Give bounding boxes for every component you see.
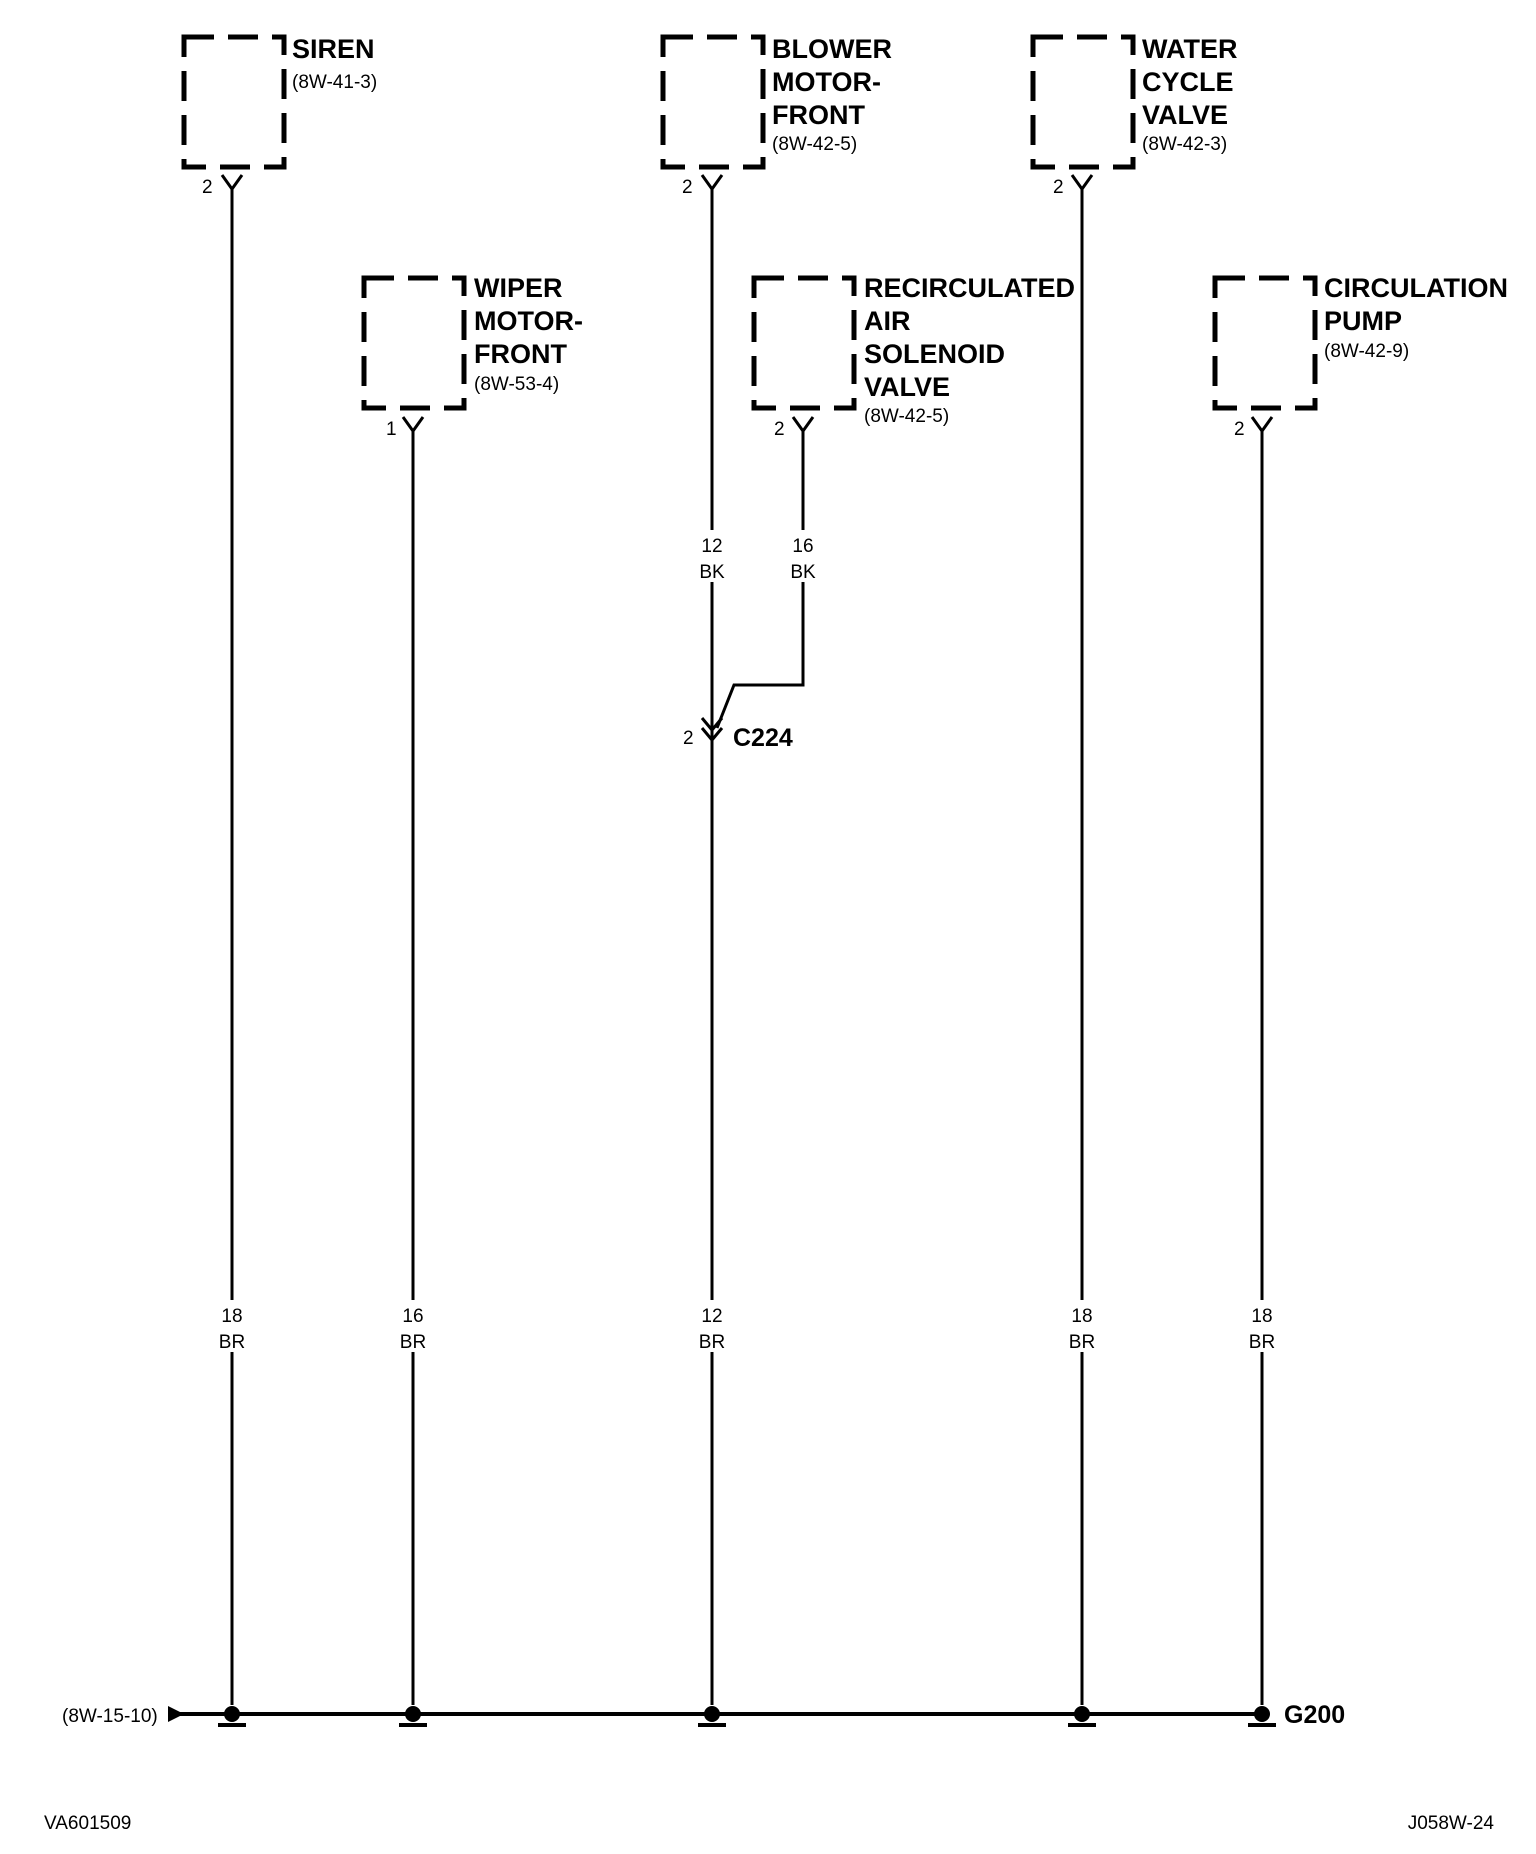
component-water-cycle-valve: WATER CYCLE VALVE (8W-42-3) 2 [1030, 34, 1238, 198]
recirc-valve-name-3: SOLENOID [864, 339, 1005, 369]
ground-splice-blower [698, 1706, 726, 1727]
recirc-valve-pin: 2 [774, 419, 785, 440]
ground-splice-wiper [399, 1706, 427, 1727]
recirc-valve-name-2: AIR [864, 306, 911, 336]
wiper-motor-pin-connector-icon [401, 416, 425, 434]
splice-dot-icon [1074, 1706, 1090, 1722]
circulation-pump-pin-connector-icon [1250, 416, 1274, 434]
component-wiper-motor-front: WIPER MOTOR- FRONT (8W-53-4) 1 [361, 273, 583, 440]
component-siren: SIREN (8W-41-3) 2 [181, 34, 377, 198]
blower-lower-label-bg [696, 1300, 728, 1352]
splice-dot-icon [704, 1706, 720, 1722]
wiper-lower-color: BR [400, 1332, 426, 1353]
component-recirculated-air-solenoid-valve: RECIRCULATED AIR SOLENOID VALVE (8W-42-5… [751, 273, 1075, 440]
siren-ref: (8W-41-3) [292, 72, 377, 93]
continuation-reference: (8W-15-10) [62, 1706, 190, 1727]
splice-base-icon [218, 1723, 246, 1727]
circulation-pump-name-1: CIRCULATION [1324, 273, 1508, 303]
circulation-pump-name-2: PUMP [1324, 306, 1402, 336]
water-cycle-valve-ref: (8W-42-3) [1142, 134, 1227, 155]
siren-lower-color: BR [219, 1332, 245, 1353]
siren-name: SIREN [292, 34, 375, 64]
water-lower-gauge: 18 [1071, 1306, 1092, 1327]
wiper-motor-ref: (8W-53-4) [474, 374, 559, 395]
c224-label: C224 [733, 724, 793, 752]
water-cycle-valve-pin-connector-icon [1070, 174, 1094, 192]
blower-upper-label-bg [696, 530, 728, 582]
component-circulation-pump: CIRCULATION PUMP (8W-42-9) 2 [1212, 273, 1508, 440]
recirc-upper-gauge: 16 [792, 536, 813, 557]
siren-lower-label-bg [216, 1300, 248, 1352]
blower-upper-gauge: 12 [701, 536, 722, 557]
blower-motor-name-3: FRONT [772, 100, 865, 130]
splice-base-icon [1068, 1723, 1096, 1727]
wiper-motor-name-1: WIPER [474, 273, 563, 303]
ground-base-icon [1248, 1723, 1276, 1727]
wiper-lower-gauge: 16 [402, 1306, 423, 1327]
continuation-ref-text: (8W-15-10) [62, 1706, 158, 1727]
wiper-lower-label-bg [397, 1300, 429, 1352]
footer-right-id: J058W-24 [1408, 1813, 1495, 1834]
water-cycle-valve-box [1030, 34, 1136, 170]
water-lower-label-bg [1066, 1300, 1098, 1352]
ground-g200: G200 [1248, 1701, 1345, 1729]
c224-pin: 2 [683, 728, 694, 749]
pump-lower-color: BR [1249, 1332, 1275, 1353]
blower-motor-ref: (8W-42-5) [772, 134, 857, 155]
blower-motor-pin-connector-icon [700, 174, 724, 192]
wiper-motor-pin: 1 [386, 419, 397, 440]
siren-box [181, 34, 287, 170]
water-cycle-valve-pin: 2 [1053, 177, 1064, 198]
splice-dot-icon [224, 1706, 240, 1722]
splice-base-icon [399, 1723, 427, 1727]
splice-base-icon [698, 1723, 726, 1727]
circulation-pump-ref: (8W-42-9) [1324, 341, 1409, 362]
blower-lower-gauge: 12 [701, 1306, 722, 1327]
recirc-valve-box [751, 275, 857, 411]
recirc-valve-pin-connector-icon [791, 416, 815, 434]
siren-lower-gauge: 18 [221, 1306, 242, 1327]
circulation-pump-box [1212, 275, 1318, 411]
recirc-valve-name-4: VALVE [864, 372, 950, 402]
pump-lower-gauge: 18 [1251, 1306, 1272, 1327]
blower-motor-box [660, 34, 766, 170]
splice-dot-icon [1254, 1706, 1270, 1722]
recirc-valve-name-1: RECIRCULATED [864, 273, 1075, 303]
blower-lower-color: BR [699, 1332, 725, 1353]
siren-pin-connector-icon [220, 174, 244, 192]
splice-dot-icon [405, 1706, 421, 1722]
circulation-pump-pin: 2 [1234, 419, 1245, 440]
recirc-upper-color: BK [790, 562, 816, 583]
blower-motor-pin: 2 [682, 177, 693, 198]
recirc-valve-ref: (8W-42-5) [864, 406, 949, 427]
component-blower-motor-front: BLOWER MOTOR- FRONT (8W-42-5) 2 [660, 34, 892, 198]
wiper-motor-name-3: FRONT [474, 339, 567, 369]
water-cycle-valve-name-2: CYCLE [1142, 67, 1234, 97]
water-lower-color: BR [1069, 1332, 1095, 1353]
wiper-motor-name-2: MOTOR- [474, 306, 583, 336]
water-cycle-valve-name-3: VALVE [1142, 100, 1228, 130]
ground-splice-siren [218, 1706, 246, 1727]
g200-label: G200 [1284, 1701, 1345, 1729]
footer-left-id: VA601509 [44, 1813, 131, 1834]
siren-pin: 2 [202, 177, 213, 198]
ground-splice-water [1068, 1706, 1096, 1727]
connector-c224: 2 C224 [683, 717, 793, 752]
pump-lower-label-bg [1246, 1300, 1278, 1352]
wiper-motor-box [361, 275, 467, 411]
c224-connector-icon [700, 717, 724, 743]
recirc-upper-label-bg [787, 530, 819, 582]
blower-motor-name-2: MOTOR- [772, 67, 881, 97]
water-cycle-valve-name-1: WATER [1142, 34, 1238, 64]
blower-upper-color: BK [699, 562, 725, 583]
blower-motor-name-1: BLOWER [772, 34, 892, 64]
